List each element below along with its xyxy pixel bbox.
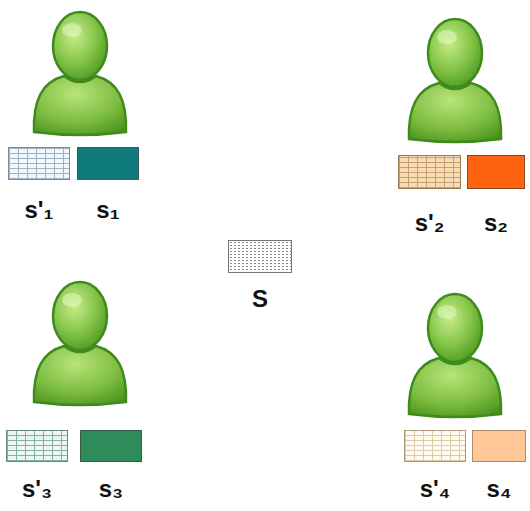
share-rectangle: [228, 240, 292, 273]
share-label: s₂: [465, 209, 527, 237]
share-label: s₄: [470, 475, 528, 503]
share-label: s'₂: [396, 209, 463, 237]
share-block: s₃: [78, 430, 144, 503]
share-label: s'₄: [402, 475, 468, 503]
share-block: s'₁: [6, 147, 72, 224]
share-block: s₂: [465, 155, 527, 237]
share-block: s'₄: [402, 430, 468, 503]
share-rectangle: [77, 147, 139, 180]
person-icon: [34, 12, 126, 135]
share-label: s₃: [78, 475, 144, 503]
share-rectangle: [404, 430, 466, 462]
share-rectangle: [80, 430, 142, 462]
share-rectangle: [467, 155, 525, 189]
share-block: s₄: [470, 430, 528, 503]
share-label: s'₁: [6, 196, 72, 224]
share-block: s'₂: [396, 155, 463, 237]
share-rectangle: [398, 155, 461, 189]
share-block: s'₃: [4, 430, 70, 503]
share-label: S: [226, 285, 294, 313]
person-icon: [409, 19, 501, 142]
share-block: s₁: [75, 147, 141, 224]
share-label: s₁: [75, 196, 141, 224]
person-icon: [409, 294, 501, 417]
share-rectangle: [6, 430, 68, 462]
share-rectangle: [472, 430, 526, 462]
share-label: s'₃: [4, 475, 70, 503]
share-rectangle: [8, 147, 70, 180]
share-block: S: [226, 240, 294, 313]
person-icon: [34, 282, 126, 405]
